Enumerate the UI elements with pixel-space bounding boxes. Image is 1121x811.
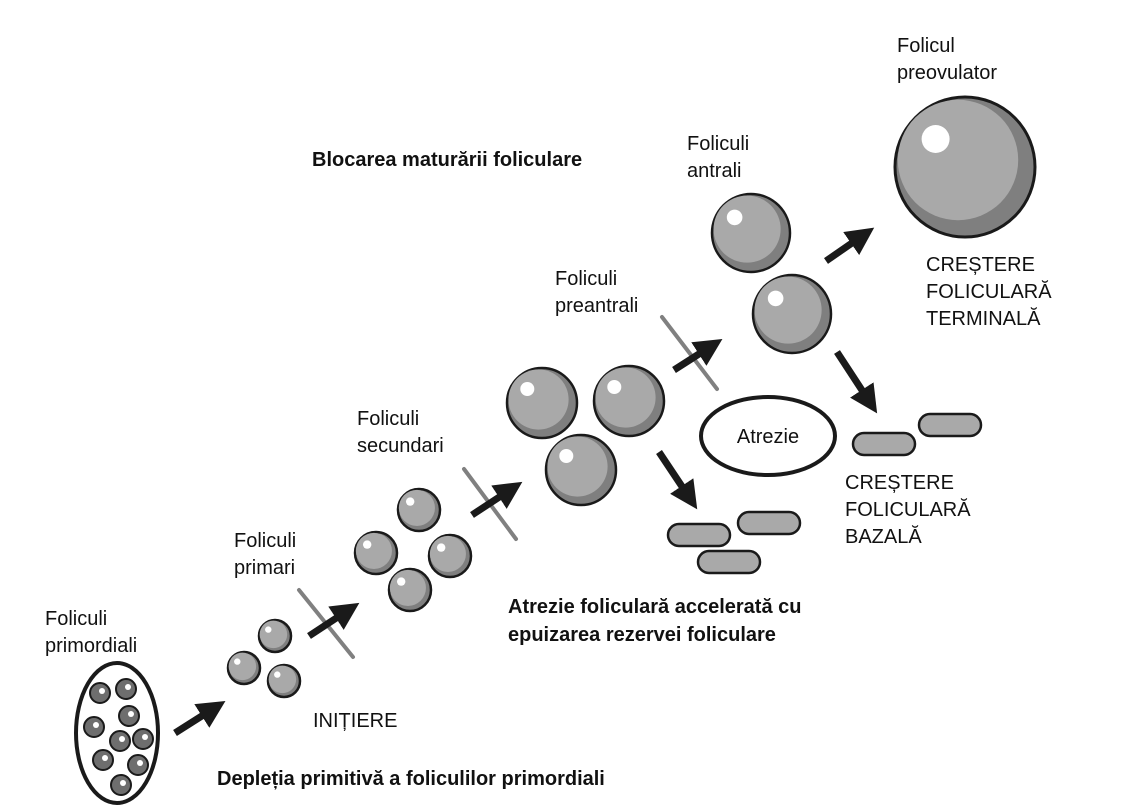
follicles-group (226, 95, 1037, 699)
primordial-label-line1: Foliculi (45, 608, 107, 630)
antral-label-line1: Foliculi (687, 133, 749, 155)
preantral-label-line2: preantrali (555, 295, 638, 317)
antral-follicle (710, 192, 792, 274)
atresia-oval (699, 395, 837, 477)
primordial-follicle (118, 705, 140, 727)
preantral-follicle (592, 364, 666, 438)
primary-follicle (257, 618, 293, 654)
accelerated-atresia-line2: epuizarea rezervei foliculare (508, 624, 776, 646)
primordial-depletion-caption: Depleția primitivă a foliculilor primord… (217, 768, 605, 790)
initiation-label: INIȚIERE (313, 710, 397, 732)
primordial-follicle (92, 749, 114, 771)
atretic-follicle (696, 549, 762, 575)
antral-label-line2: antrali (687, 160, 741, 182)
primordial-label-line2: primordiali (45, 635, 137, 657)
preovulatory-follicle (893, 95, 1037, 239)
preovulatory-label-line1: Folicul (897, 35, 955, 57)
antral-follicle (751, 273, 833, 355)
atresia-label: Atrezie (737, 426, 799, 448)
preovulatory-label-line2: preovulator (897, 62, 997, 84)
primordial-follicle (132, 728, 154, 750)
primordial-follicle (109, 730, 131, 752)
accelerated-atresia-line1: Atrezie foliculară accelerată cu (508, 596, 801, 618)
basal-growth-line2: FOLICULARĂ (845, 498, 971, 521)
terminal-growth-line2: FOLICULARĂ (926, 280, 1052, 303)
primordial-follicles-group (74, 661, 160, 805)
atretic-follicle (851, 431, 917, 457)
secondary-follicle (427, 533, 473, 579)
arrow-to-antral (672, 338, 723, 373)
primordial-follicle (127, 754, 149, 776)
primordial-follicle (89, 682, 111, 704)
atretic-follicle (736, 510, 802, 536)
arrow-to-preantral (470, 481, 523, 518)
secondary-follicle (353, 530, 399, 576)
primary-follicle (226, 650, 262, 686)
preantral-follicle (505, 366, 579, 440)
secondary-label-line1: Foliculi (357, 408, 419, 430)
primary-label-line1: Foliculi (234, 530, 296, 552)
terminal-growth-line3: TERMINALĂ (926, 307, 1041, 330)
basal-growth-line1: CREȘTERE (845, 472, 954, 494)
arrow-to-basal-bottom (656, 450, 698, 510)
basal-growth-line3: BAZALĂ (845, 525, 922, 548)
arrows (173, 227, 878, 736)
arrow-to-secondary (307, 602, 360, 639)
primordial-follicle (110, 774, 132, 796)
arrow-to-basal-right (834, 350, 878, 414)
arrow-to-preovulatory (824, 227, 875, 264)
atretic-follicle (666, 522, 732, 548)
primary-follicle (266, 663, 302, 699)
atretic-follicle (917, 412, 983, 438)
preantral-label-line1: Foliculi (555, 268, 617, 290)
secondary-follicle (387, 567, 433, 613)
secondary-follicle (396, 487, 442, 533)
arrow-initiation (173, 701, 226, 736)
primordial-follicle (83, 716, 105, 738)
primordial-cells (83, 678, 154, 796)
maturation-block-caption: Blocarea maturării foliculare (312, 149, 582, 171)
primordial-follicle (115, 678, 137, 700)
block-line-preantral (660, 315, 719, 391)
primary-label-line2: primari (234, 557, 295, 579)
terminal-growth-line1: CREȘTERE (926, 254, 1035, 276)
atretic-follicles (666, 412, 983, 575)
preantral-follicle (544, 433, 618, 507)
secondary-label-line2: secundari (357, 435, 444, 457)
